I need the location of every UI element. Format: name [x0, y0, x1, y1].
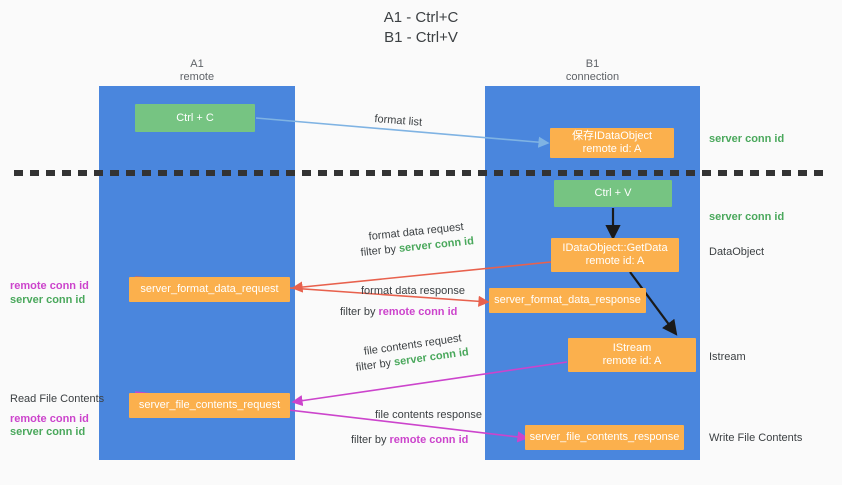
column-a1-name: A1 — [190, 58, 204, 70]
right-label-istream: Istream — [709, 351, 746, 363]
box-save-idataobject-line1: 保存IDataObject — [571, 130, 653, 142]
filter-prefix: filter by — [351, 434, 390, 446]
column-a1-sub: remote — [179, 71, 215, 83]
arrow-label-format-data-response: format data response — [361, 285, 465, 297]
left-label-remote-conn-id-2: remote conn id — [10, 413, 89, 425]
right-label-dataobject: DataObject — [709, 246, 765, 258]
diagram-title: A1 - Ctrl+C B1 - Ctrl+V — [0, 8, 842, 48]
box-istream[interactable]: IStream remote id: A — [568, 338, 696, 372]
box-save-idataobject[interactable]: 保存IDataObject remote id: A — [550, 128, 674, 158]
right-label-server-conn-id-1: server conn id — [709, 133, 785, 145]
column-header-b1: B1 connection — [485, 58, 700, 84]
left-label-server-conn-id-2: server conn id — [10, 426, 86, 438]
right-label-server-conn-id-2: server conn id — [709, 211, 785, 223]
box-server-format-data-response[interactable]: server_format_data_response — [489, 288, 646, 313]
left-label-read-file-contents: Read File Contents — [10, 393, 105, 405]
filter-prefix: filter by — [355, 356, 395, 374]
box-save-idataobject-line2: remote id: A — [582, 143, 642, 155]
box-server-file-contents-response[interactable]: server_file_contents_response — [525, 425, 684, 450]
box-ctrl-v[interactable]: Ctrl + V — [554, 180, 672, 207]
box-istream-line1: IStream — [612, 342, 652, 354]
arrow-label-format-data-response-filter: filter by remote conn id — [340, 305, 457, 319]
box-server-format-data-request[interactable]: server_format_data_request — [129, 277, 290, 302]
arrow-label-file-contents-response-filter: filter by remote conn id — [351, 433, 468, 447]
box-istream-line2: remote id: A — [602, 355, 662, 367]
box-getdata-line2: remote id: A — [585, 255, 645, 267]
column-header-a1: A1 remote — [99, 58, 295, 84]
filter-key-remote-conn-id: remote conn id — [378, 306, 458, 318]
filter-key-remote-conn-id: remote conn id — [389, 434, 469, 446]
box-getdata-line1: IDataObject::GetData — [562, 242, 668, 254]
box-ctrl-c[interactable]: Ctrl + C — [135, 104, 255, 132]
right-label-write-file-contents: Write File Contents — [709, 432, 803, 444]
title-line-1: A1 - Ctrl+C — [383, 9, 459, 26]
filter-prefix: filter by — [340, 306, 379, 318]
box-server-file-contents-request[interactable]: server_file_contents_request — [129, 393, 290, 418]
filter-prefix: filter by — [360, 242, 400, 259]
arrow-label-format-list: format list — [373, 112, 423, 129]
box-idataobject-getdata[interactable]: IDataObject::GetData remote id: A — [551, 238, 679, 272]
left-label-server-conn-id-1: server conn id — [10, 294, 86, 306]
arrow-label-file-contents-response: file contents response — [375, 409, 483, 421]
title-line-2: B1 - Ctrl+V — [384, 29, 458, 46]
left-label-remote-conn-id-1: remote conn id — [10, 280, 89, 292]
column-b1-sub: connection — [565, 71, 620, 83]
column-b1-name: B1 — [585, 58, 600, 70]
